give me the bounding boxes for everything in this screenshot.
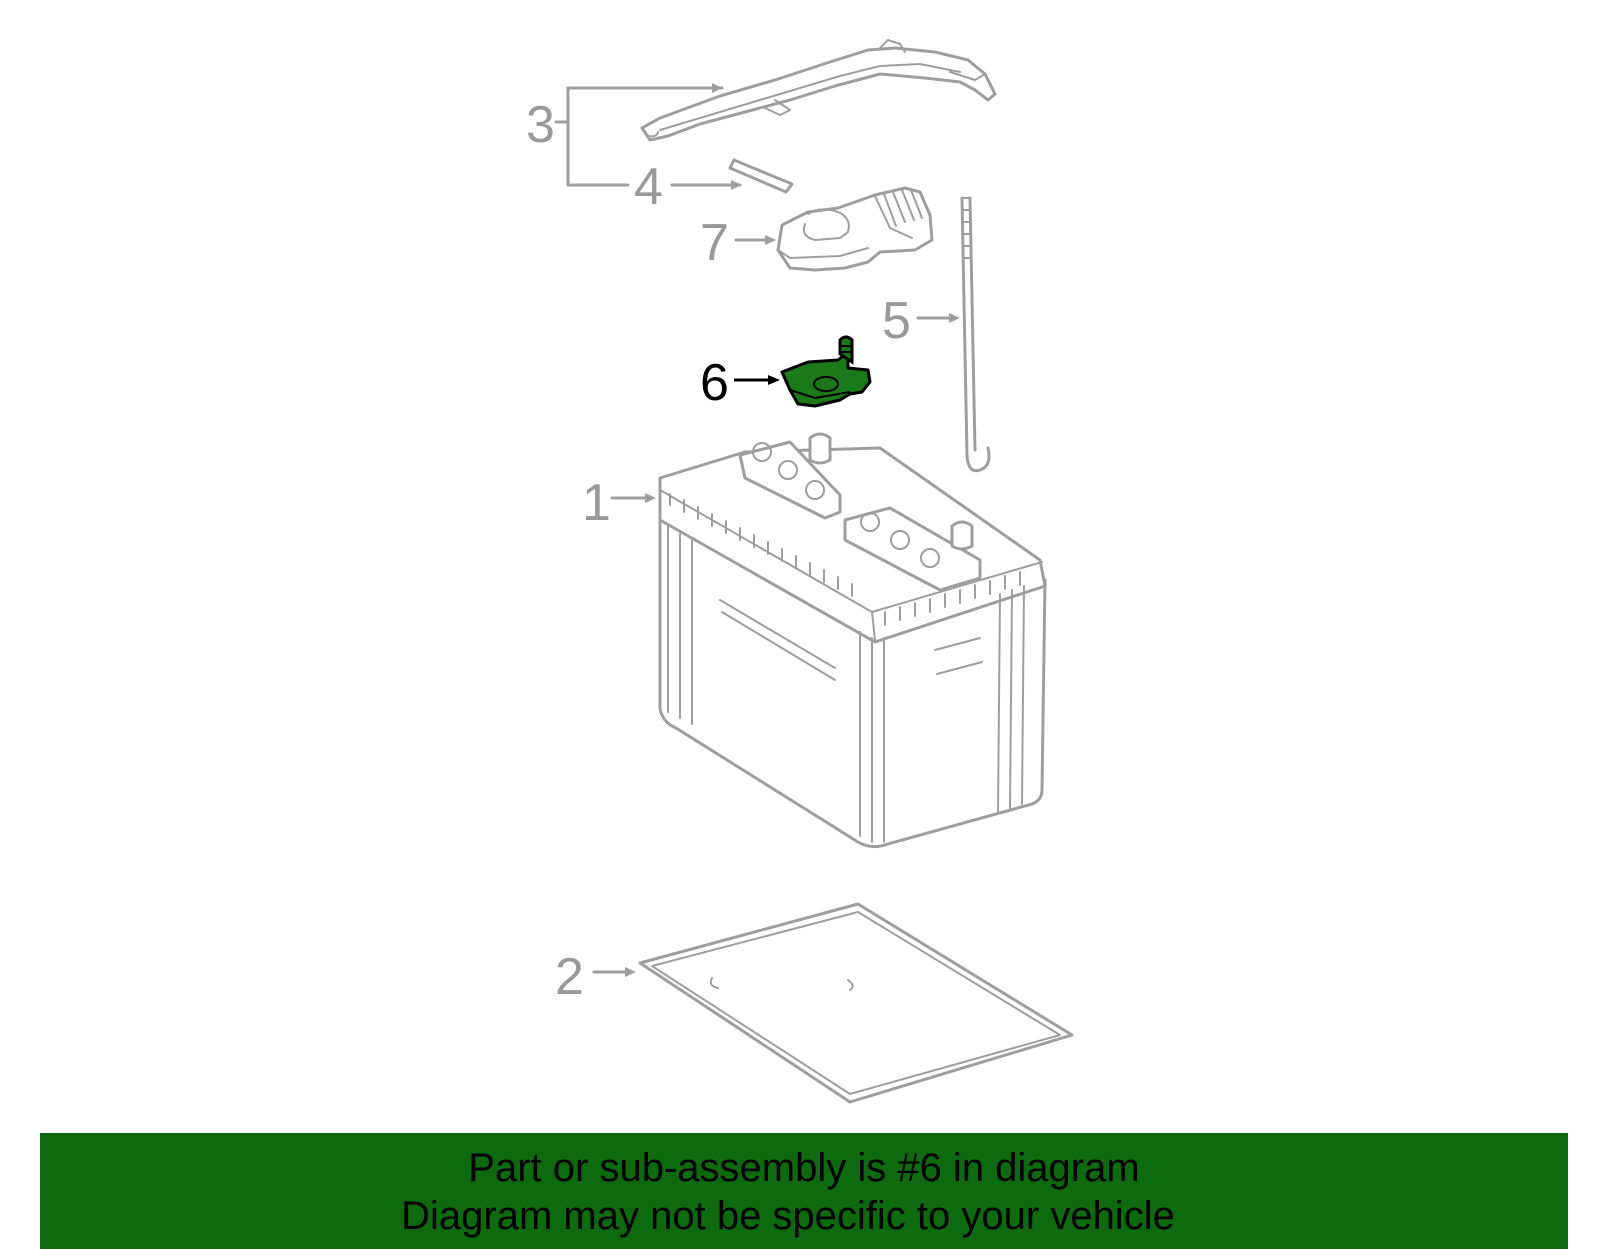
part-clamp-pad[interactable] <box>728 158 794 194</box>
callout-6: 6 <box>700 354 729 412</box>
callout-2: 2 <box>555 948 584 1006</box>
part-hold-down-clamp[interactable] <box>640 39 997 142</box>
part-terminal-highlighted[interactable] <box>780 335 872 408</box>
part-battery[interactable] <box>658 432 1047 849</box>
leader-lines <box>554 83 960 977</box>
banner-line-part: Part or sub-assembly is #6 in diagram <box>468 1146 1140 1190</box>
callout-3: 3 <box>526 96 555 154</box>
info-banner: Part or sub-assembly is #6 in diagram Di… <box>40 1133 1568 1249</box>
callout-5: 5 <box>882 292 911 350</box>
part-battery-tray[interactable] <box>638 902 1074 1104</box>
banner-line-disclaimer: Diagram may not be specific to your vehi… <box>401 1194 1175 1238</box>
part-hold-down-rod[interactable] <box>960 196 991 473</box>
callout-7: 7 <box>700 214 729 272</box>
parts-diagram: 3 4 7 5 6 1 2 <box>526 39 1074 1104</box>
callout-1: 1 <box>582 474 611 532</box>
callout-4: 4 <box>634 158 663 216</box>
part-terminal-cover[interactable] <box>776 186 934 272</box>
